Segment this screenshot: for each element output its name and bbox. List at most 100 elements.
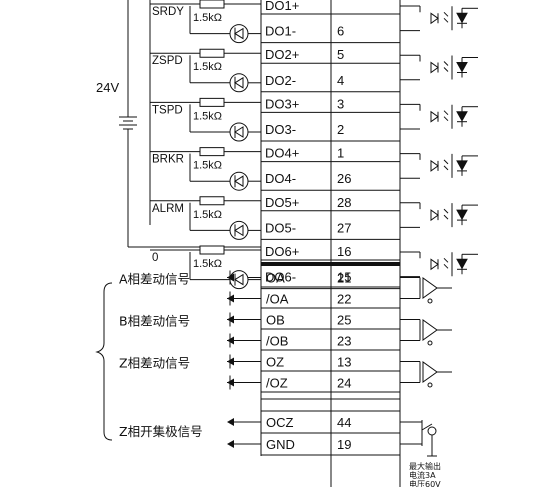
- opto-led-icon: [431, 13, 438, 23]
- do-neg-label: DO2-: [265, 73, 296, 88]
- do-neg-pin: 6: [337, 24, 344, 39]
- signal-name: SRDY: [152, 6, 184, 18]
- resistor: [200, 49, 224, 57]
- opto-light-ray: [444, 18, 448, 22]
- resistor-value: 1.5kΩ: [193, 12, 222, 24]
- opto-light-ray: [444, 111, 448, 115]
- do-neg-pin: 26: [337, 171, 351, 186]
- encoder-signal-name: /OA: [266, 292, 289, 307]
- connector-separator-bar: [261, 262, 400, 266]
- opto-led-icon: [431, 112, 438, 122]
- arrow-left-icon: [227, 315, 234, 324]
- supply-voltage-label: 24V: [96, 80, 119, 95]
- do-neg-label: DO6-: [265, 270, 296, 285]
- do-pos-label: DO6+: [265, 244, 299, 259]
- encoder-pin-number: 24: [337, 376, 351, 391]
- do-neg-label: DO3-: [265, 122, 296, 137]
- opto-light-ray: [444, 209, 448, 213]
- led-diode-icon: [230, 221, 248, 239]
- do-pos-pin: 1: [337, 146, 344, 161]
- resistor-value: 1.5kΩ: [193, 209, 222, 221]
- components: [97, 0, 478, 448]
- line-driver-icon: [423, 320, 437, 340]
- oc-signal-name: GND: [266, 437, 295, 452]
- driver-bubble: [428, 299, 432, 303]
- opto-light-ray: [444, 166, 448, 170]
- do-pos-label: DO1+: [265, 0, 299, 13]
- encoder-pin-number: 21: [337, 271, 351, 286]
- signal-name: 0: [152, 252, 158, 264]
- encoder-group-label: Z相差动信号: [119, 356, 190, 371]
- encoder-pin-number: 23: [337, 334, 351, 349]
- arrow-left-icon: [227, 294, 234, 303]
- encoder-signal-name: OA: [266, 271, 285, 286]
- opto-light-ray: [444, 258, 448, 262]
- encoder-group-label: A相差动信号: [119, 272, 190, 287]
- do-neg-label: DO5-: [265, 220, 296, 235]
- opto-light-ray: [444, 160, 448, 164]
- opto-light-ray: [444, 215, 448, 219]
- resistor-value: 1.5kΩ: [193, 61, 222, 73]
- wiring-lines: [128, 0, 452, 487]
- do-neg-pin: 2: [337, 122, 344, 137]
- resistor-value: 1.5kΩ: [193, 110, 222, 122]
- rating-note: 最大输出: [409, 461, 441, 471]
- encoder-pin-number: 25: [337, 313, 351, 328]
- do-pos-label: DO4+: [265, 146, 299, 161]
- do-pos-label: DO5+: [265, 195, 299, 210]
- resistor-value: 1.5kΩ: [193, 258, 222, 270]
- arrow-left-icon: [227, 273, 234, 282]
- encoder-output-section: [227, 273, 437, 388]
- arrow-left-icon: [227, 336, 234, 345]
- do-pos-pin: 28: [337, 195, 351, 210]
- opto-light-ray: [444, 117, 448, 121]
- transistor-icon: [428, 427, 436, 435]
- signal-name: TSPD: [152, 104, 183, 116]
- text-labels: DO1+DO1-61.5kΩSRDYDO2+DO2-541.5kΩZSPDDO3…: [96, 0, 441, 487]
- diode-arrow-icon: [235, 275, 243, 285]
- digital-output-section: [200, 0, 478, 289]
- resistor: [200, 197, 224, 205]
- do-neg-label: DO4-: [265, 171, 296, 186]
- do-pos-label: DO3+: [265, 96, 299, 111]
- opto-led-icon: [431, 161, 438, 171]
- encoder-signal-name: /OZ: [266, 376, 288, 391]
- oc-signal-name: OCZ: [266, 415, 294, 430]
- arrow-left-icon: [227, 357, 234, 366]
- do-pos-pin: 16: [337, 244, 351, 259]
- line-driver-icon: [423, 362, 437, 382]
- resistor: [200, 0, 224, 8]
- diode-arrow-icon: [235, 176, 243, 186]
- encoder-signal-name: /OB: [266, 334, 288, 349]
- brace-icon: [97, 283, 112, 440]
- opto-light-ray: [444, 12, 448, 16]
- signal-name: BRKR: [152, 154, 184, 166]
- do-neg-pin: 15: [337, 270, 351, 285]
- open-collector-label: Z相开集极信号: [119, 424, 203, 439]
- do-neg-pin: 4: [337, 73, 344, 88]
- opto-light-ray: [444, 264, 448, 268]
- signal-name: ALRM: [152, 203, 184, 215]
- rating-note: 电压60V: [409, 479, 441, 487]
- diode-arrow-icon: [235, 127, 243, 137]
- oc-pin-number: 19: [337, 437, 351, 452]
- opto-led-icon: [431, 210, 438, 220]
- diode-arrow-icon: [235, 29, 243, 39]
- resistor: [200, 246, 224, 254]
- led-diode-icon: [230, 123, 248, 141]
- arrow-left-icon: [227, 440, 234, 448]
- encoder-signal-name: OB: [266, 313, 285, 328]
- resistor: [200, 148, 224, 156]
- encoder-pin-number: 22: [337, 292, 351, 307]
- driver-bubble: [428, 341, 432, 345]
- diode-arrow-icon: [235, 225, 243, 235]
- arrow-left-icon: [227, 418, 234, 426]
- led-diode-icon: [230, 172, 248, 190]
- do-neg-label: DO1-: [265, 24, 296, 39]
- led-diode-icon: [230, 25, 248, 43]
- arrow-left-icon: [227, 378, 234, 387]
- line-driver-icon: [423, 278, 437, 298]
- encoder-pin-number: 13: [337, 355, 351, 370]
- opto-light-ray: [444, 68, 448, 72]
